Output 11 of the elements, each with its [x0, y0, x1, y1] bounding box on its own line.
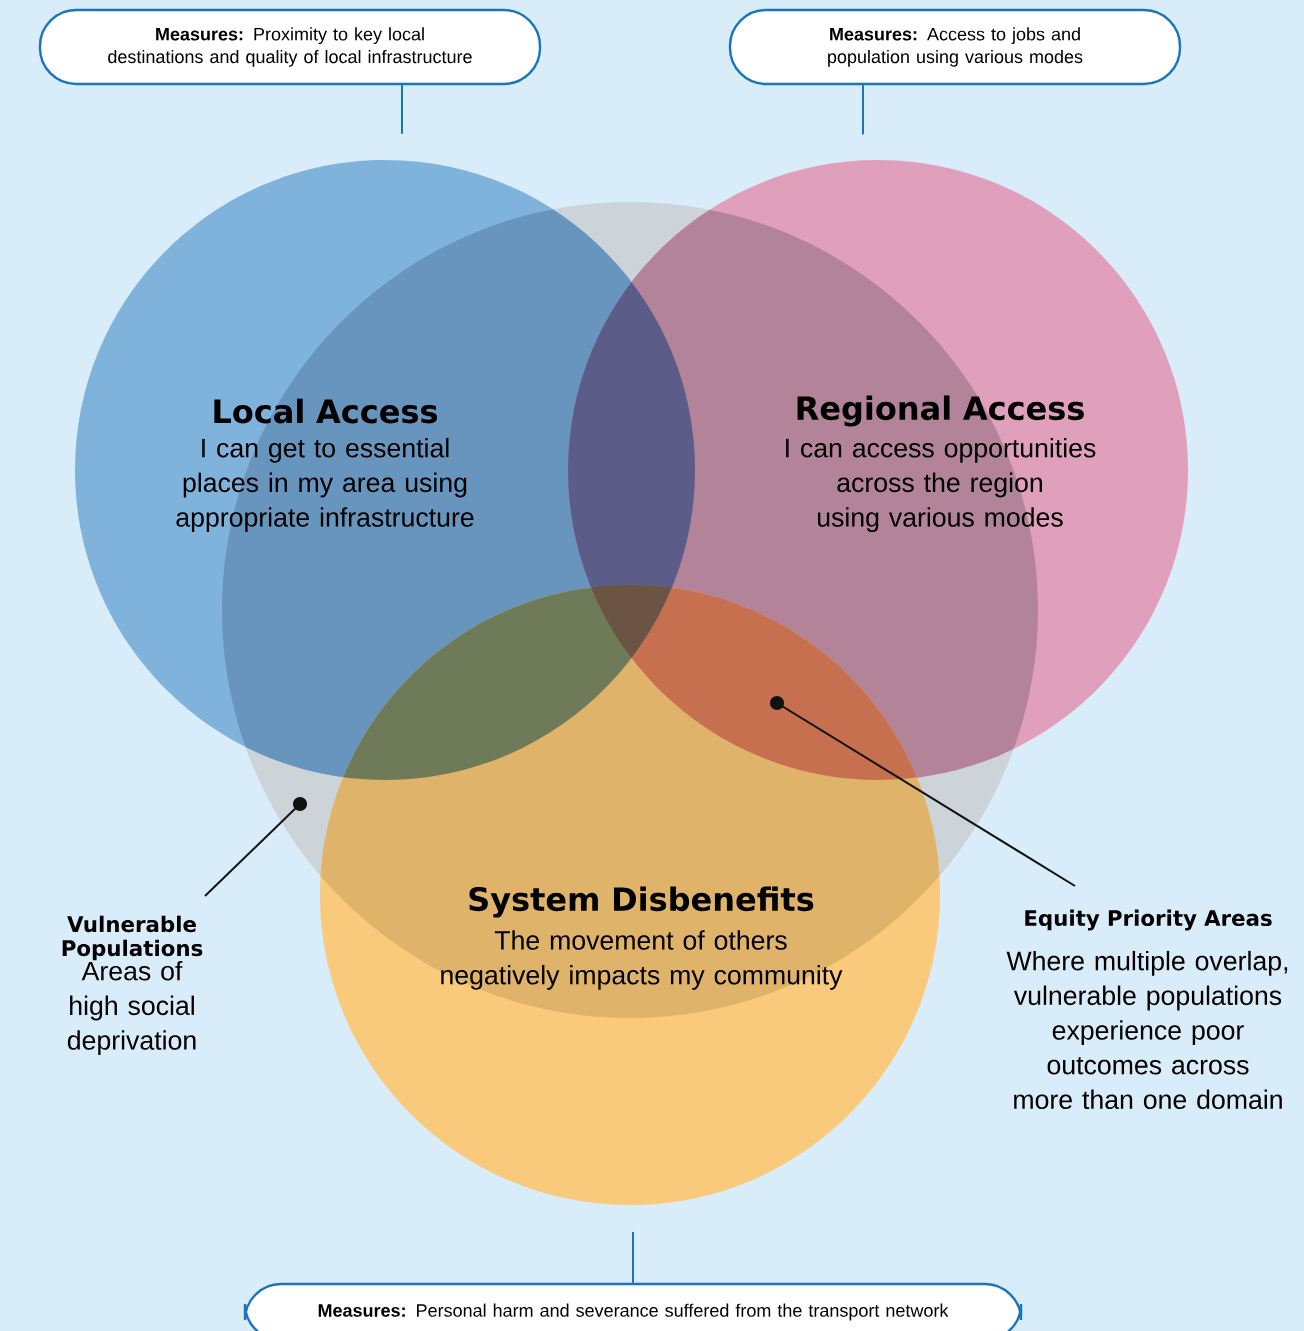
measures-box: Measures: Access to jobs and population using various modes	[728, 8, 1182, 86]
title: Equity Priority Areas	[1025, 909, 1272, 931]
connector-line	[401, 84, 403, 135]
leader-line	[204, 797, 307, 898]
description: Areas of high social deprivation	[67, 960, 196, 1056]
title: Vulnerable Populations	[62, 915, 203, 961]
connector-line	[632, 1230, 634, 1284]
measures-box: Measures: Personal harm and severance suffered from the transport network	[243, 1282, 1023, 1331]
connector-line	[862, 84, 864, 136]
description: Where multiple overlap, vulnerable populations experience poor outcomes across more than one domain	[1006, 950, 1288, 1110]
measures-box: Measures: Proximity to key local destinations and quality of local infrastructure	[38, 8, 542, 86]
